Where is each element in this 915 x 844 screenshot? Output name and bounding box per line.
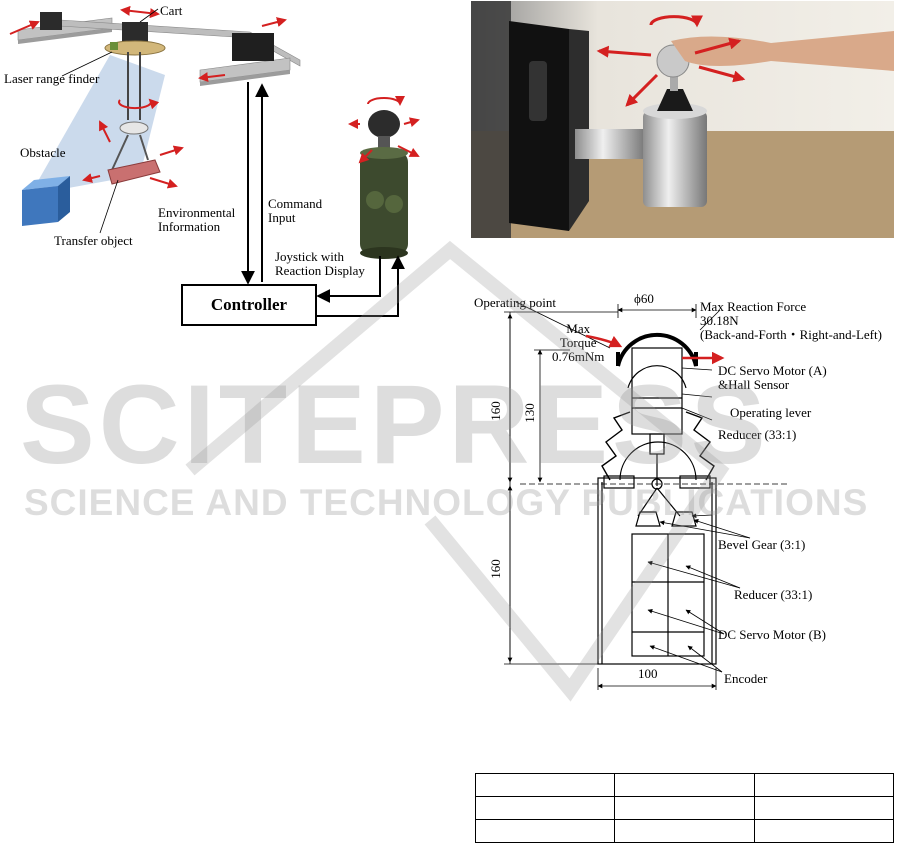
- environmental-information-label: Environmental Information: [158, 205, 236, 234]
- dc-servo-motor-a: [631, 347, 683, 435]
- signal-lines: [241, 82, 405, 317]
- spec-table: [474, 773, 895, 843]
- operating-point-label: Operating point: [474, 295, 556, 310]
- table-cell: [474, 773, 616, 797]
- table-cell: [614, 796, 755, 820]
- joystick-cross-section-drawing: [504, 301, 790, 690]
- table-row: [474, 819, 895, 843]
- gantry-motor-left: [40, 12, 62, 30]
- cart-disc: [104, 40, 166, 56]
- max-torque-label: Max Torque 0.76mNm: [552, 321, 605, 364]
- table-cell: [753, 796, 895, 820]
- table-cell: [614, 773, 755, 797]
- joystick-cylinder: [643, 111, 707, 207]
- knob-ring: [616, 332, 698, 367]
- obstacle-cube: [22, 176, 70, 226]
- table-cell: [474, 819, 616, 843]
- dim-130-label: 130: [521, 403, 537, 423]
- joystick-motion-arrows: [348, 95, 420, 164]
- controller-box: Controller: [181, 284, 317, 326]
- laser-scan-area: [30, 55, 165, 195]
- laser-range-finder-label: Laser range finder: [4, 71, 100, 86]
- max-reaction-force-label: Max Reaction Force 30.18N (Back-and-Fort…: [700, 299, 882, 342]
- dc-servo-motor-a-label: DC Servo Motor (A) &Hall Sensor: [718, 363, 827, 392]
- reducer-upper-label: Reducer (33:1): [718, 427, 797, 442]
- operating-lever-label: Operating lever: [730, 405, 812, 420]
- system-overview-diagram: [9, 5, 420, 317]
- command-input-label: Command Input: [268, 196, 323, 225]
- diameter-label: ϕ60: [634, 291, 654, 306]
- actuator-case: [509, 21, 569, 231]
- bellows: [601, 411, 631, 481]
- dc-servo-motor-b-label: DC Servo Motor (B): [718, 627, 826, 642]
- table-cell: [753, 773, 895, 797]
- table-cell: [614, 819, 755, 843]
- joystick-label: Joystick with Reaction Display: [275, 249, 365, 278]
- bevel-gear-left: [635, 511, 661, 527]
- joystick-with-reaction-display: [360, 110, 408, 259]
- dim-160-top-label: 160: [487, 401, 503, 421]
- dim-160-bottom-label: 160: [487, 559, 503, 579]
- encoder-label: Encoder: [724, 671, 768, 686]
- transfer-object-shape: [107, 159, 161, 185]
- reducer-lower-label: Reducer (33:1): [734, 587, 813, 602]
- table-row: [474, 796, 895, 820]
- table-cell: [753, 819, 895, 843]
- obstacle-label: Obstacle: [20, 145, 66, 160]
- joystick-photo: [471, 1, 894, 238]
- bevel-gear-label: Bevel Gear (3:1): [718, 537, 806, 552]
- table-cell: [474, 796, 616, 820]
- transfer-object-label: Transfer object: [54, 233, 133, 248]
- bevel-gear-right: [671, 511, 697, 527]
- cart-label: Cart: [160, 3, 183, 18]
- table-row: [474, 773, 895, 797]
- dim-100-label: 100: [638, 666, 658, 681]
- gantry-motor-right: [232, 33, 274, 61]
- gantry-motor-center: [122, 22, 148, 42]
